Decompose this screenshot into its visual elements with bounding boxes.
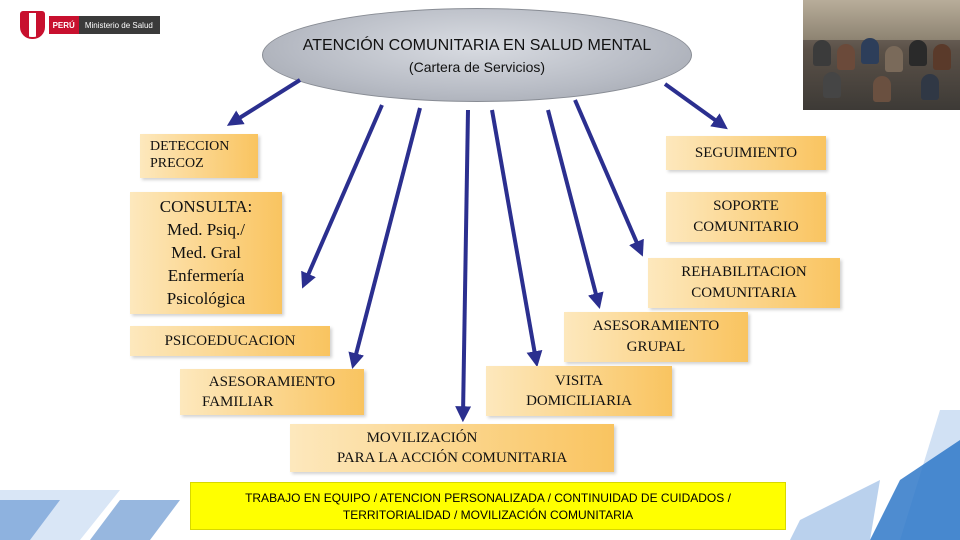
service-seguimiento: SEGUIMIENTO xyxy=(666,136,826,170)
service-psicoeducacion: PSICOEDUCACION xyxy=(130,326,330,356)
service-label: PARA LA ACCIÓN COMUNITARIA xyxy=(336,450,568,466)
service-asesoramiento-familiar: ASESORAMIENTO FAMILIAR xyxy=(180,369,364,415)
service-label: CONSULTA: xyxy=(159,197,253,216)
service-label: PSICOEDUCACION xyxy=(164,333,296,349)
ministry-logo: PERÚ Ministerio de Salud xyxy=(20,10,160,40)
footer-line-1: TRABAJO EN EQUIPO / ATENCION PERSONALIZA… xyxy=(245,491,731,505)
service-label: DETECCION xyxy=(150,139,230,154)
main-subtitle: (Cartera de Servicios) xyxy=(408,59,546,75)
service-label: Med. Gral xyxy=(171,243,241,262)
service-label: VISITA xyxy=(555,373,603,389)
logo-ministry-label: Ministerio de Salud xyxy=(78,16,160,34)
service-label: Psicológica xyxy=(166,289,246,308)
main-title: ATENCIÓN COMUNITARIA EN SALUD MENTAL xyxy=(302,37,652,54)
service-deteccion-precoz: DETECCION PRECOZ xyxy=(140,134,258,178)
service-label: Med. Psiq./ xyxy=(167,220,245,239)
service-label: SOPORTE xyxy=(713,198,779,214)
service-label: ASESORAMIENTO xyxy=(208,374,336,390)
service-visita-domiciliaria: VISITA DOMICILIARIA xyxy=(486,366,672,416)
service-label: SEGUIMIENTO xyxy=(694,145,798,161)
footer-principles-box: TRABAJO EN EQUIPO / ATENCION PERSONALIZA… xyxy=(190,482,786,530)
service-label: FAMILIAR xyxy=(202,394,274,410)
service-soporte-comunitario: SOPORTE COMUNITARIO xyxy=(666,192,826,242)
service-label: COMUNITARIO xyxy=(693,219,799,235)
service-asesoramiento-grupal: ASESORAMIENTO GRUPAL xyxy=(564,312,748,362)
service-label: PRECOZ xyxy=(150,156,204,171)
service-movilizacion: MOVILIZACIÓN PARA LA ACCIÓN COMUNITARIA xyxy=(290,424,614,472)
service-consulta: CONSULTA: Med. Psiq./ Med. Gral Enfermer… xyxy=(130,192,282,314)
service-label: Enfermería xyxy=(167,266,245,285)
community-meeting-photo xyxy=(803,0,960,110)
service-label: COMUNITARIA xyxy=(691,285,797,301)
service-label: MOVILIZACIÓN xyxy=(366,430,478,446)
service-label: GRUPAL xyxy=(626,339,686,355)
service-label: REHABILITACION xyxy=(681,264,807,280)
coat-of-arms-icon xyxy=(20,11,45,39)
service-label: DOMICILIARIA xyxy=(526,393,632,409)
main-title-ellipse: ATENCIÓN COMUNITARIA EN SALUD MENTAL (Ca… xyxy=(262,8,692,102)
logo-peru-label: PERÚ xyxy=(48,16,79,34)
service-label: ASESORAMIENTO xyxy=(592,318,720,334)
footer-line-2: TERRITORIALIDAD / MOVILIZACIÓN COMUNITAR… xyxy=(342,508,634,522)
service-rehabilitacion-comunitaria: REHABILITACION COMUNITARIA xyxy=(648,258,840,308)
